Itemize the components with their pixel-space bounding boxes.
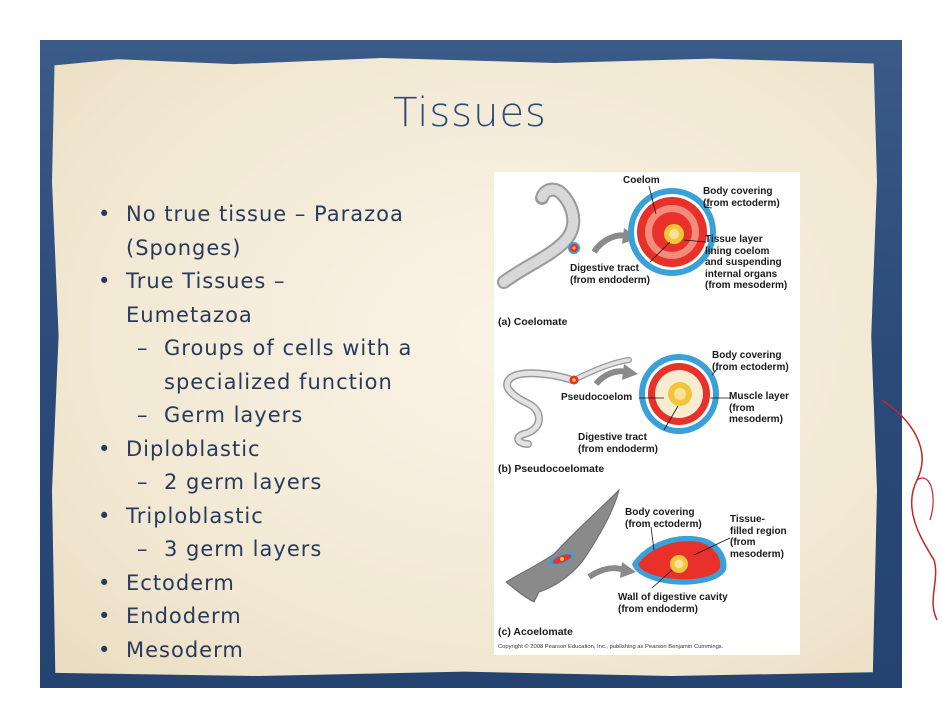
red-thread-decoration bbox=[881, 399, 938, 621]
label-wall-of-digestive-cavity: Wall of digestive cavity (from endoderm) bbox=[618, 592, 728, 615]
bullet-item-continuation: (Sponges) bbox=[126, 235, 242, 260]
panel-label-coelomate: (a) Coelomate bbox=[498, 316, 568, 328]
pseudocoelomate-cross-section bbox=[639, 354, 730, 434]
bullet-item: Triploblastic bbox=[94, 500, 414, 534]
label-coelom: Coelom bbox=[623, 175, 660, 186]
acoelomate-flatworm-illustration bbox=[505, 488, 636, 603]
label-body-covering-c: Body covering (from ectoderm) bbox=[625, 507, 702, 530]
body-cavity-figure: Coelom Body covering (from ectoderm) Tis… bbox=[494, 172, 800, 655]
panel-label-pseudocoelomate: (b) Pseudocoelomate bbox=[498, 463, 605, 475]
sub-bullet-item: Groups of cells with a bbox=[94, 332, 414, 366]
label-tissue-filled-region: Tissue- filled region (from mesoderm) bbox=[730, 514, 787, 560]
bullet-list: No true tissue – Parazoa (Sponges) True … bbox=[94, 198, 414, 667]
label-muscle-layer: Muscle layer (from mesoderm) bbox=[729, 391, 790, 425]
bullet-item: Mesoderm bbox=[94, 634, 414, 668]
sub-bullet-item: 2 germ layers bbox=[94, 466, 414, 500]
bullet-item: Diploblastic bbox=[94, 433, 414, 467]
copyright-text: Copyright © 2008 Pearson Education, Inc.… bbox=[498, 644, 724, 650]
label-body-covering-b: Body covering (from ectoderm) bbox=[712, 350, 789, 373]
sub-bullet-item: Germ layers bbox=[94, 399, 414, 433]
bullet-item: No true tissue – Parazoa bbox=[94, 198, 414, 232]
label-pseudocoelom: Pseudocoelom bbox=[561, 392, 633, 403]
label-digestive-tract-b: Digestive tract (from endoderm) bbox=[578, 432, 658, 455]
label-body-covering-a: Body covering (from ectoderm) bbox=[703, 186, 780, 209]
panel-label-acoelomate: (c) Acoelomate bbox=[498, 626, 573, 638]
coelomate-worm-illustration bbox=[497, 182, 638, 289]
bullet-item: Ectoderm bbox=[94, 567, 414, 601]
coelomate-cross-section bbox=[628, 185, 716, 276]
slide-title: Tissues bbox=[393, 90, 547, 136]
figure-illustrations bbox=[497, 182, 731, 603]
label-tissue-layer: Tissue layer lining coelom and suspendin… bbox=[705, 234, 788, 291]
bullet-item: True Tissues – Eumetazoa bbox=[94, 265, 414, 332]
bullet-item: Endoderm bbox=[94, 600, 414, 634]
label-digestive-tract-a: Digestive tract (from endoderm) bbox=[570, 263, 650, 286]
acoelomate-cross-section bbox=[632, 526, 731, 589]
sub-bullet-item-continuation: specialized function bbox=[164, 369, 393, 394]
pseudocoelomate-worm-illustration bbox=[503, 357, 638, 448]
sub-bullet-item: 3 germ layers bbox=[94, 533, 414, 567]
